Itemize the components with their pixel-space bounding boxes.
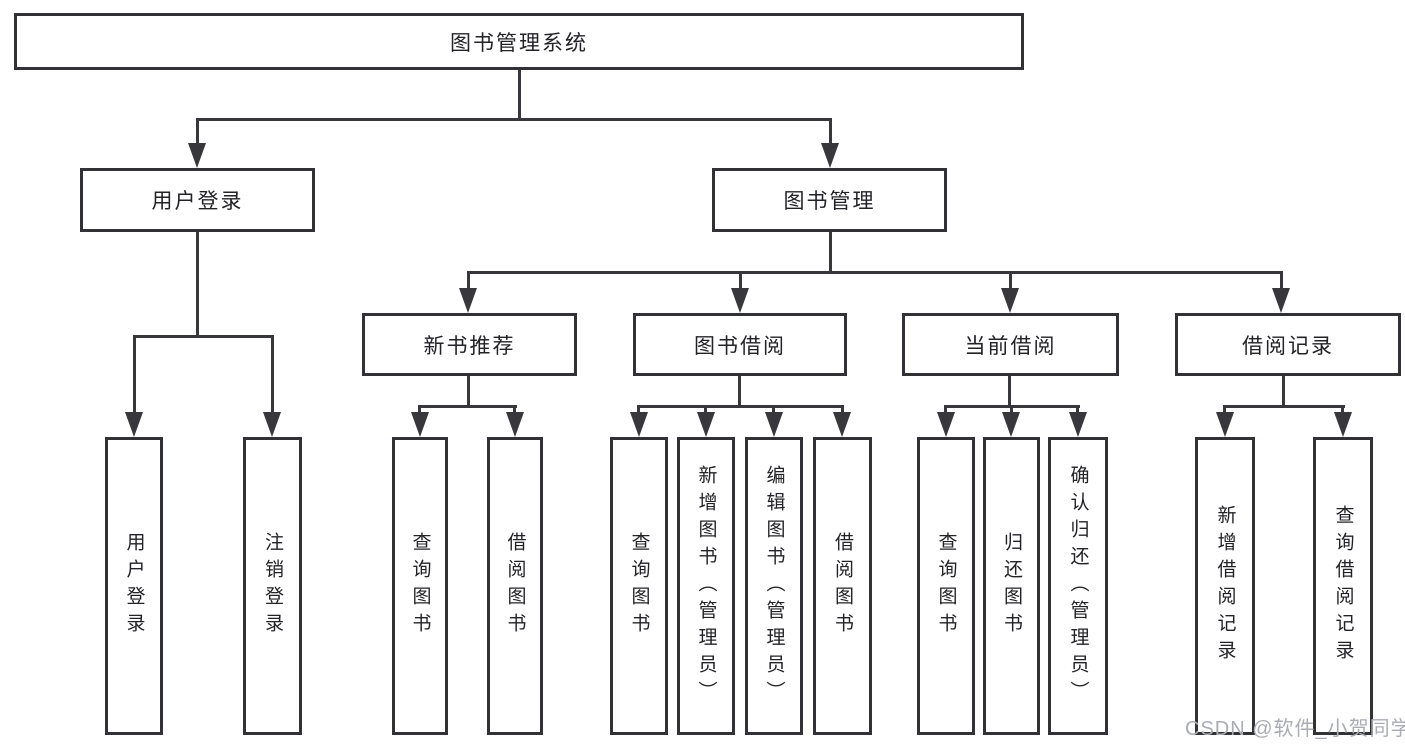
leaf-query-borrow-record: 查询借阅记录 xyxy=(1313,437,1373,735)
connector-line xyxy=(772,405,775,414)
connector-line xyxy=(518,70,521,120)
leaf-confirm-return-admin: 确认归还（管理员） xyxy=(1048,437,1108,735)
arrow-down-icon xyxy=(821,143,839,168)
connector-line xyxy=(196,118,199,145)
node-root: 图书管理系统 xyxy=(14,13,1024,70)
arrow-down-icon xyxy=(630,412,648,437)
leaf-add-borrow-record: 新增借阅记录 xyxy=(1195,437,1255,735)
leaf-borrow-book: 借阅图书 xyxy=(813,437,872,735)
connector-line xyxy=(739,272,742,290)
arrow-down-icon xyxy=(459,288,477,313)
node-user-login: 用户登录 xyxy=(80,168,315,232)
arrow-down-icon xyxy=(411,412,429,437)
connector-line xyxy=(418,405,517,408)
leaf-borrow-book-recommend: 借阅图书 xyxy=(487,437,543,735)
arrow-down-icon xyxy=(833,412,851,437)
arrow-down-icon xyxy=(937,412,955,437)
connector-line xyxy=(133,335,274,338)
connector-line xyxy=(133,335,136,414)
arrow-down-icon xyxy=(506,412,524,437)
arrow-down-icon xyxy=(263,412,281,437)
connector-line xyxy=(944,405,947,414)
connector-line xyxy=(829,118,832,145)
arrow-down-icon xyxy=(1334,412,1352,437)
leaf-query-book-current: 查询图书 xyxy=(917,437,975,735)
leaf-return-book: 归还图书 xyxy=(983,437,1040,735)
leaf-query-book-borrow: 查询图书 xyxy=(610,437,668,735)
connector-line xyxy=(1282,376,1285,408)
node-current-borrow: 当前借阅 xyxy=(902,313,1119,376)
connector-line xyxy=(637,405,844,408)
connector-line xyxy=(637,405,640,414)
connector-line xyxy=(467,272,470,290)
connector-line xyxy=(418,405,421,414)
leaf-logout: 注销登录 xyxy=(243,437,302,735)
connector-line xyxy=(196,118,830,121)
connector-line xyxy=(1008,376,1011,408)
connector-line xyxy=(704,405,707,414)
arrow-down-icon xyxy=(731,288,749,313)
connector-line xyxy=(1341,405,1344,414)
arrow-down-icon xyxy=(1002,412,1020,437)
arrow-down-icon xyxy=(1069,412,1087,437)
connector-line xyxy=(841,405,844,414)
node-book-borrow: 图书借阅 xyxy=(633,313,847,376)
connector-line xyxy=(467,376,470,408)
connector-line xyxy=(271,335,274,414)
connector-line xyxy=(1009,272,1012,290)
connector-line xyxy=(1010,405,1013,414)
node-book-management: 图书管理 xyxy=(712,168,947,232)
connector-line xyxy=(1280,272,1283,290)
connector-line xyxy=(196,232,199,337)
leaf-user-login: 用户登录 xyxy=(105,437,163,735)
connector-line xyxy=(513,405,516,414)
arrow-down-icon xyxy=(697,412,715,437)
connector-line xyxy=(829,232,832,274)
connector-line xyxy=(467,271,1283,274)
leaf-add-book-admin: 新增图书（管理员） xyxy=(677,437,735,735)
connector-line xyxy=(738,376,741,408)
connector-line xyxy=(1223,405,1226,414)
watermark: CSDN @软件_小贺同学 xyxy=(1185,718,1405,740)
arrow-down-icon xyxy=(1216,412,1234,437)
arrow-down-icon xyxy=(765,412,783,437)
leaf-query-book-recommend: 查询图书 xyxy=(392,437,448,735)
connector-line xyxy=(1223,405,1345,408)
arrow-down-icon xyxy=(1272,288,1290,313)
leaf-edit-book-admin: 编辑图书（管理员） xyxy=(745,437,803,735)
node-borrow-records: 借阅记录 xyxy=(1175,313,1401,376)
arrow-down-icon xyxy=(125,412,143,437)
arrow-down-icon xyxy=(188,143,206,168)
connector-line xyxy=(1076,405,1079,414)
node-new-book-recommend: 新书推荐 xyxy=(362,313,577,376)
arrow-down-icon xyxy=(1001,288,1019,313)
